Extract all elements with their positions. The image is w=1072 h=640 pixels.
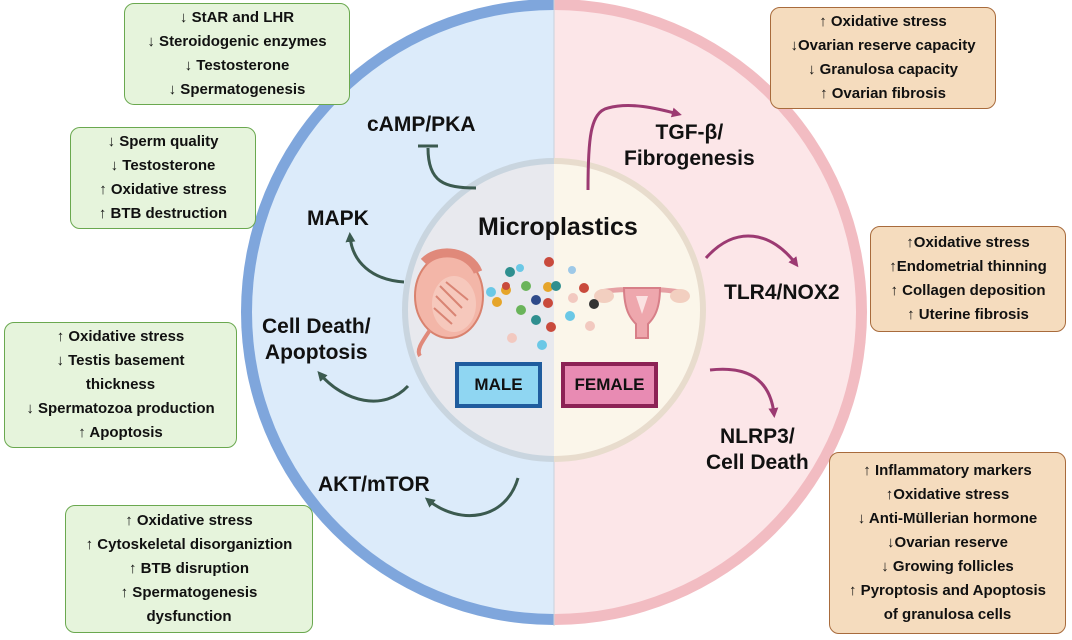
pathway-tlr4-nox2: TLR4/NOX2 [724, 281, 840, 304]
arrow-cell-death [317, 370, 410, 403]
pathway-camp-pka: cAMP/PKA [367, 113, 476, 136]
female-arrows [586, 104, 799, 418]
pathway-nlrp3: NLRP3/ Cell Death [706, 425, 809, 474]
arrow-camp-pka [426, 147, 477, 190]
effect-box-male-apoptosis: ↑ Oxidative stress ↓ Testis basement thi… [4, 322, 237, 448]
effect-box-male-cytoskeletal: ↑ Oxidative stress ↑ Cytoskeletal disorg… [65, 505, 313, 633]
pathway-mapk: MAPK [307, 207, 369, 230]
pathway-akt-mtor: AKT/mTOR [318, 473, 430, 496]
effect-box-male-sperm-quality: ↓ Sperm quality ↓ Testosterone ↑ Oxidati… [70, 127, 256, 229]
effect-box-female-ovarian-fibrosis: ↑ Oxidative stress ↓Ovarian reserve capa… [770, 7, 996, 109]
arrow-tgf-beta [586, 104, 682, 191]
uterus-icon [594, 287, 690, 339]
arrow-tlr4 [704, 234, 799, 268]
male-label: MALE [455, 362, 542, 408]
pathway-tgf-beta: TGF-β/ Fibrogenesis [624, 121, 755, 170]
effect-box-female-ovarian-reserve: ↑ Inflammatory markers ↑Oxidative stress… [829, 452, 1066, 634]
arrow-mapk [345, 232, 405, 284]
center-title: Microplastics [478, 213, 638, 241]
microplastic-particles-icon [486, 257, 599, 350]
arrow-akt-mtor [424, 477, 520, 518]
effect-box-male-steroidogenesis: ↓ StAR and LHR ↓ Steroidogenic enzymes ↓… [124, 3, 350, 105]
arrow-nlrp3 [709, 367, 779, 418]
male-arrows [317, 144, 520, 518]
effect-box-female-uterine-fibrosis: ↑Oxidative stress ↑Endometrial thinning … [870, 226, 1066, 332]
female-label: FEMALE [561, 362, 658, 408]
pathway-cell-death: Cell Death/ Apoptosis [262, 315, 371, 364]
testis-icon [414, 248, 484, 358]
